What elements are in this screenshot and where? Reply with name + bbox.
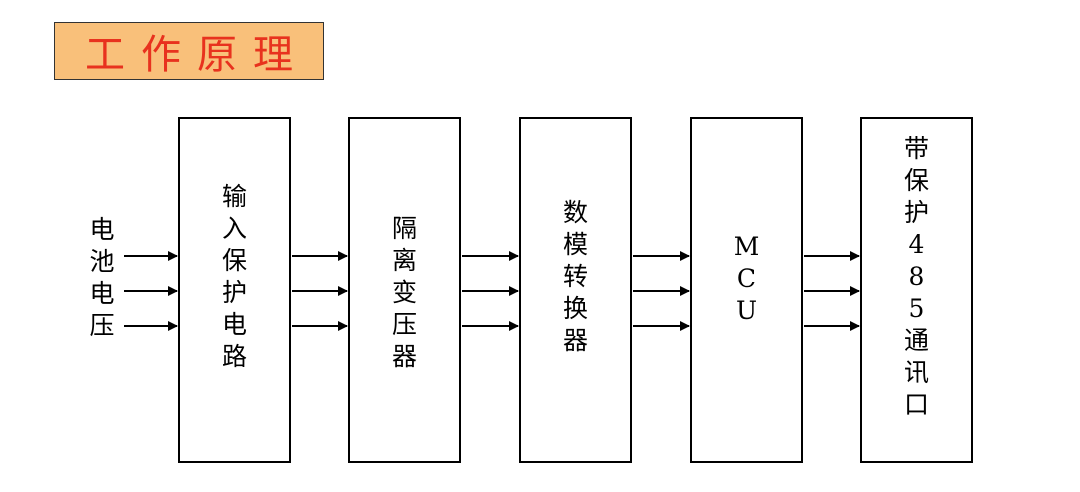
block-mcu: M C U <box>690 117 803 463</box>
block-adc: 数 模 转 换 器 <box>519 117 632 463</box>
block-input-protection-label: 输 入 保 护 电 路 <box>221 182 247 371</box>
block-isolation-transformer: 隔 离 变 压 器 <box>348 117 461 463</box>
block-input-protection: 输 入 保 护 电 路 <box>178 117 291 463</box>
block-485-port-label: 带 保 护 4 8 5 通 讯 口 <box>903 134 929 419</box>
diagram-title: 工作原理 <box>85 32 309 78</box>
block-isolation-transformer-label: 隔 离 变 压 器 <box>391 214 417 371</box>
block-adc-label: 数 模 转 换 器 <box>562 198 588 355</box>
block-mcu-label: M C U <box>733 232 760 325</box>
block-485-port: 带 保 护 4 8 5 通 讯 口 <box>860 117 973 463</box>
title-box: 工作原理 <box>54 22 324 80</box>
input-label-battery-voltage: 电 池 电 压 <box>89 215 115 340</box>
